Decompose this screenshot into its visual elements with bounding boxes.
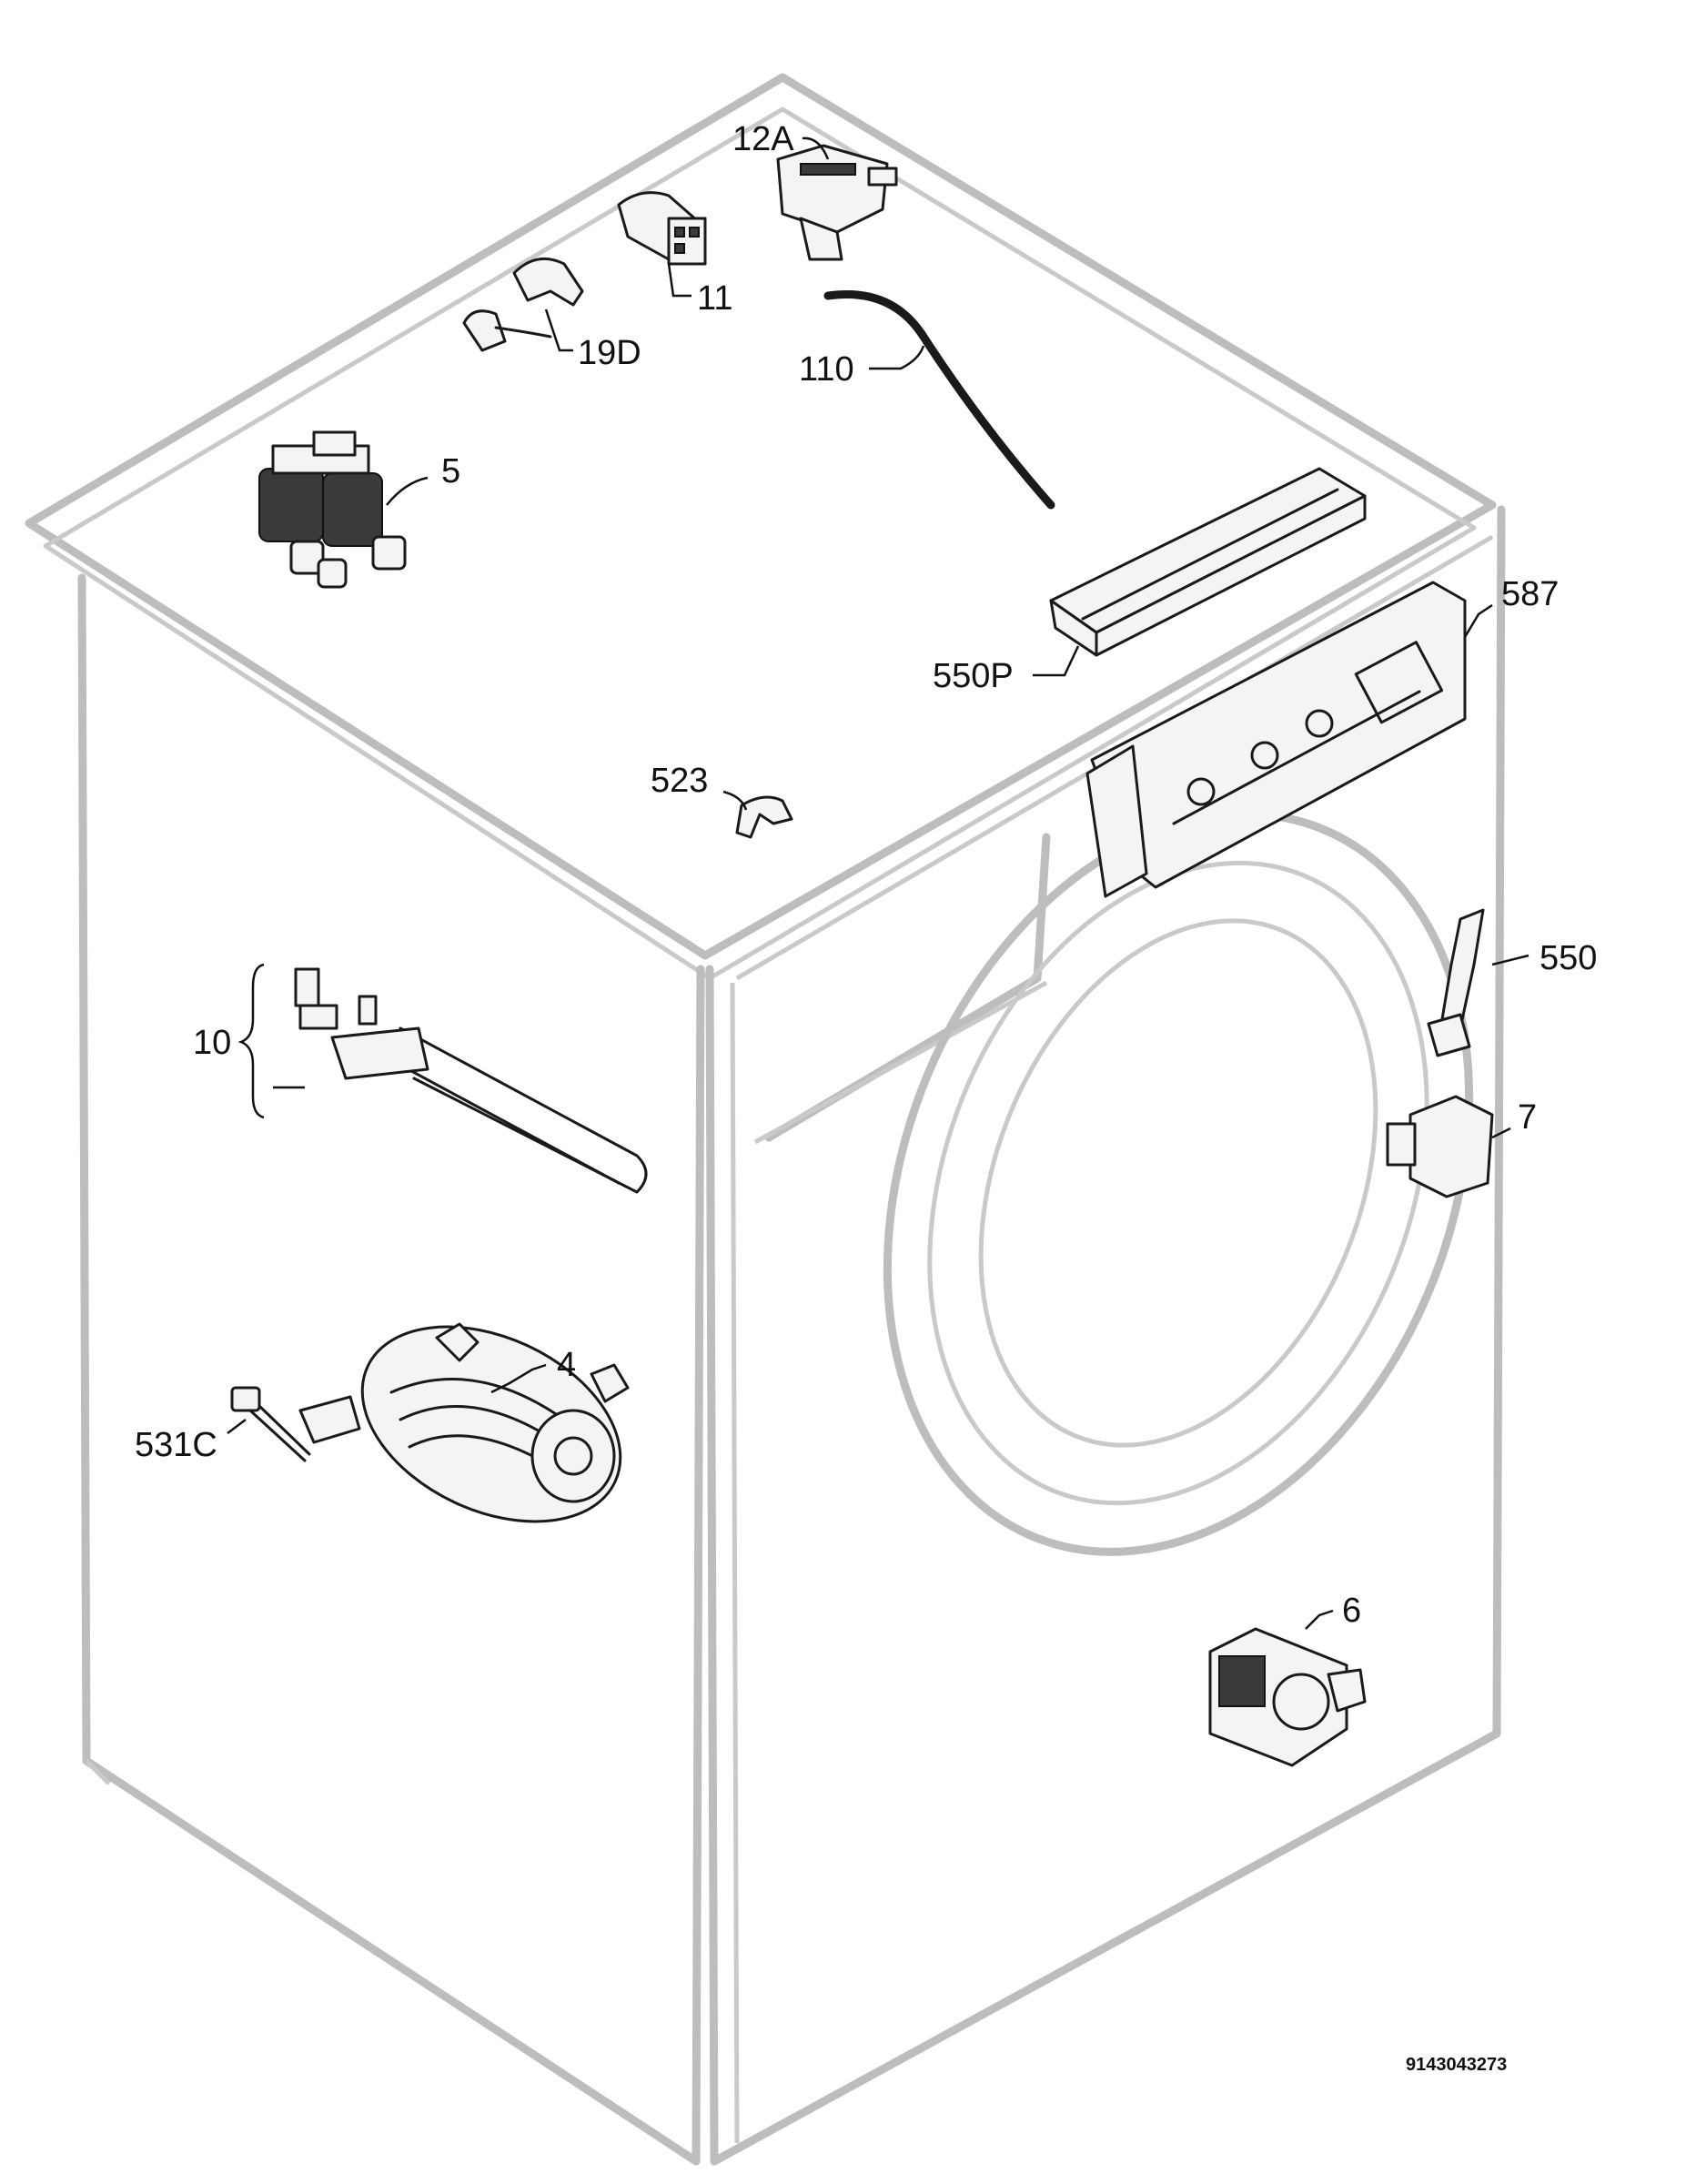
callout-6: 6 <box>1342 1592 1361 1630</box>
callout-10: 10 <box>193 1024 231 1062</box>
callout-4: 4 <box>557 1346 576 1384</box>
document-number: 9143043273 <box>1406 2055 1507 2075</box>
electronic-board-part <box>1085 581 1467 898</box>
callout-523: 523 <box>651 762 708 800</box>
callout-587: 587 <box>1501 575 1559 613</box>
heating-element-part <box>294 967 648 1194</box>
door-interlock-part <box>1386 1095 1494 1198</box>
door-lever-part <box>1427 908 1485 1057</box>
callout-110: 110 <box>799 350 854 389</box>
pressure-hose-part <box>823 289 1055 510</box>
cable-bracket-part <box>462 257 584 352</box>
callout-7: 7 <box>1518 1098 1537 1137</box>
inlet-valve-part <box>258 430 407 589</box>
clip-part <box>735 795 793 839</box>
pressure-switch-part <box>776 144 898 261</box>
callout-550p: 550P <box>933 657 1014 695</box>
callout-531c: 531C <box>135 1426 217 1464</box>
screw-part <box>230 1386 311 1462</box>
callout-11: 11 <box>697 279 732 318</box>
callout-550: 550 <box>1540 939 1597 977</box>
callout-labels: 12A 11 19D 110 5 587 550P 523 550 10 7 4… <box>135 120 1597 1630</box>
callout-19d: 19D <box>578 334 641 372</box>
callout-5: 5 <box>441 452 460 490</box>
dispenser-handle-part <box>1049 467 1367 657</box>
drain-pump-part <box>1208 1627 1367 1767</box>
leader-lines <box>227 136 1529 1630</box>
callout-12a: 12A <box>732 120 794 158</box>
machine-housing <box>25 73 1506 2166</box>
drive-motor-part <box>298 1322 630 1523</box>
interference-filter-part <box>617 191 707 266</box>
